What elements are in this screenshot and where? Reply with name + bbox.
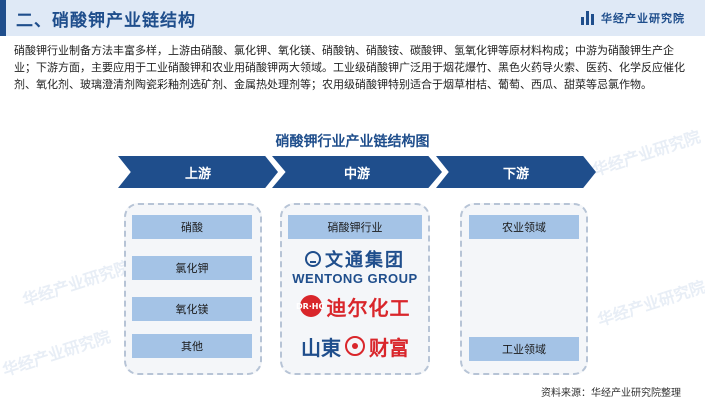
shandong-logo-right: 财富 [369, 335, 409, 360]
watermark: 华经产业研究院 [595, 277, 705, 330]
watermark: 华经产业研究院 [20, 257, 133, 310]
shandong-mark-icon [345, 336, 365, 356]
watermark: 华经产业研究院 [0, 327, 113, 380]
wentong-logo-en: WENTONG GROUP [292, 271, 418, 286]
section-title: 二、硝酸钾产业链结构 [16, 11, 196, 31]
brand: 华经产业研究院 [581, 10, 685, 26]
dier-chemical-logo: DR·HG 迪尔化工 [288, 290, 422, 322]
brand-logo-icon [581, 11, 595, 25]
wentong-logo-cn: 文通集团 [325, 250, 405, 271]
upstream-item-other: 其他 [132, 334, 252, 358]
stage-downstream: 下游 [436, 156, 596, 188]
stage-midstream: 中游 [272, 156, 442, 188]
diagram-title: 硝酸钾行业产业链结构图 [275, 134, 430, 150]
brand-name: 华经产业研究院 [601, 12, 685, 25]
upstream-item-magnesium-oxide: 氧化镁 [132, 297, 252, 321]
wentong-mark-icon [305, 251, 321, 267]
upstream-item-nitric-acid: 硝酸 [132, 215, 252, 239]
shandong-logo-left: 山東 [301, 335, 341, 360]
header-accent-bar [0, 0, 6, 36]
stage-upstream: 上游 [118, 156, 278, 188]
dier-logo-cn: 迪尔化工 [326, 295, 411, 320]
source-note: 资料来源：华经产业研究院整理 [541, 388, 681, 399]
downstream-item-industry: 工业领域 [469, 337, 579, 361]
intro-paragraph: 硝酸钾行业制备方法丰富多样，上游由硝酸、氯化钾、氧化镁、硝酸钠、硝酸铵、碳酸钾、… [14, 44, 685, 91]
upstream-item-potassium-chloride: 氯化钾 [132, 256, 252, 280]
midstream-item-industry: 硝酸钾行业 [288, 215, 422, 239]
dier-mark-icon: DR·HG [296, 295, 325, 317]
downstream-item-agriculture: 农业领域 [469, 215, 579, 239]
wentong-group-logo: 文通集团 WENTONG GROUP [288, 247, 422, 286]
shandong-caifu-logo: 山東 财富 [288, 328, 422, 364]
